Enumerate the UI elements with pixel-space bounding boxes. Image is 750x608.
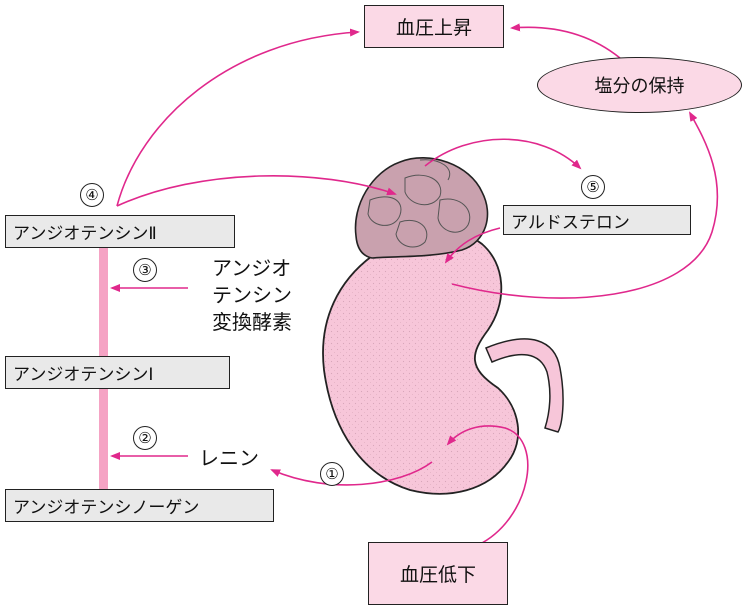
- arrow-ang2-to-adrenal: [116, 174, 397, 207]
- ace-label-line-3: 変換酵素: [212, 310, 292, 334]
- step-3-number: ③: [133, 258, 157, 282]
- step-2-number: ②: [133, 426, 157, 450]
- angiotensinogen-box: アンジオテンシノーゲン: [5, 489, 274, 522]
- ace-label: アンジオ テンシン 変換酵素: [212, 255, 292, 336]
- aldosterone-box: アルドステロン: [503, 205, 691, 235]
- angiotensin-2-box: アンジオテンシンⅡ: [5, 215, 235, 248]
- arrow-adrenal-to-aldosterone: [424, 138, 582, 170]
- arrow-aldosterone-to-kidney: [444, 227, 501, 264]
- arrow-kidney-to-salt: [451, 111, 719, 299]
- arrows: [110, 23, 719, 546]
- adrenal-gland: [354, 157, 489, 259]
- step-4-number: ④: [80, 183, 104, 207]
- angiotensin-1-box: アンジオテンシンⅠ: [5, 356, 230, 389]
- ace-label-line-2: テンシン: [212, 283, 292, 307]
- arrow-kidney-to-renin: [270, 461, 433, 486]
- step-5-number: ⑤: [581, 175, 605, 199]
- ureter: [485, 338, 564, 433]
- step-1-number: ①: [320, 462, 344, 486]
- bp-drop-box: 血圧低下: [368, 542, 508, 605]
- arrow-bp-drop-to-kidney: [446, 425, 529, 546]
- bp-rise-box: 血圧上昇: [364, 5, 504, 48]
- arrow-salt-to-bp-rise: [510, 23, 621, 59]
- salt-retention-ellipse: 塩分の保持: [537, 57, 742, 113]
- ace-label-line-1: アンジオ: [212, 256, 292, 280]
- arrow-ang2-to-bp-rise: [116, 28, 360, 207]
- renin-label: レニン: [199, 446, 259, 470]
